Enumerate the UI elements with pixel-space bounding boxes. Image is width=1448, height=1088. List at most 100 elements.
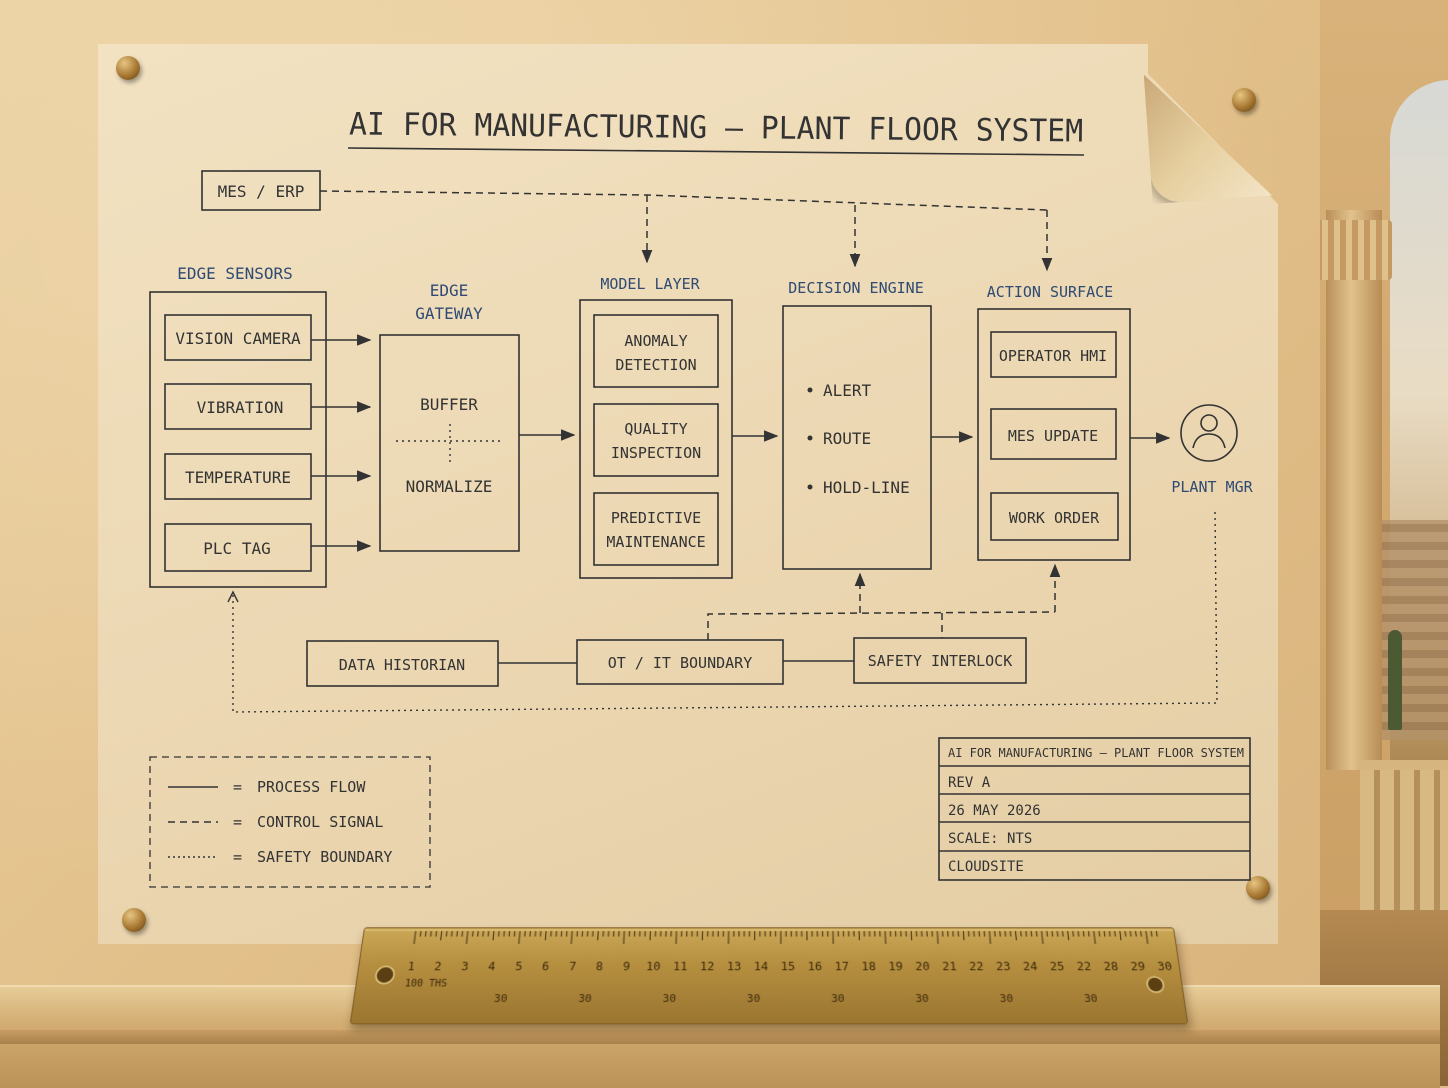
plant-mgr-label: PLANT MGR (1171, 478, 1253, 496)
ruler-bottom-mark: 30 (747, 992, 760, 1005)
bullet (808, 436, 813, 441)
ruler-tick (885, 931, 886, 944)
person-icon-ring (1181, 405, 1237, 461)
gateway-normalize-label: NORMALIZE (406, 477, 493, 496)
ruler-tick (598, 931, 599, 940)
ruler-number: 22 (1076, 960, 1092, 974)
title-block-row: CLOUDSITE (948, 859, 1024, 875)
title-block-row: AI FOR MANUFACTURING — PLANT FLOOR SYSTE… (948, 746, 1244, 760)
ruler-number: 17 (834, 960, 849, 974)
ruler-tick (1094, 931, 1096, 944)
ruler-number: 13 (727, 960, 742, 974)
ruler-tick (441, 931, 442, 940)
ruler-tick (1135, 931, 1136, 937)
ruler-tick (937, 931, 938, 944)
ruler-tick (499, 931, 500, 937)
legend-equals: = (233, 813, 242, 831)
model-label: INSPECTION (611, 444, 701, 462)
action-label: OPERATOR HMI (999, 347, 1107, 365)
ruler-tick (462, 931, 463, 937)
action-label: MES UPDATE (1008, 427, 1098, 445)
ruler-tick (1073, 931, 1074, 937)
ruler-tick (1016, 931, 1017, 940)
model-box-anomaly (594, 315, 718, 387)
ruler-number: 6 (542, 960, 550, 974)
gateway-buffer-label: BUFFER (420, 395, 478, 414)
legend-label: SAFETY BOUNDARY (257, 848, 392, 866)
ruler-tick (1151, 931, 1152, 937)
ruler-tick (1057, 931, 1058, 937)
ruler-tick (488, 931, 489, 937)
ruler-number: 20 (915, 960, 930, 974)
ruler-tick (545, 931, 546, 940)
ruler-tick (1125, 931, 1126, 937)
ruler-tick (1026, 931, 1027, 937)
person-icon-body (1193, 434, 1225, 448)
decision-engine-heading: DECISION ENGINE (788, 279, 923, 297)
data-historian-label: DATA HISTORIAN (339, 656, 465, 674)
ruler-tick (1052, 931, 1053, 937)
model-label: DETECTION (615, 356, 696, 374)
ruler-tick (1042, 931, 1043, 944)
ruler-unit-label: 100 THS (404, 979, 448, 990)
decision-item: HOLD-LINE (823, 478, 910, 497)
title-block-row: REV A (948, 775, 991, 791)
sensor-label: TEMPERATURE (185, 468, 291, 487)
sensor-label: VIBRATION (197, 398, 284, 417)
ruler-bottom-mark: 30 (999, 992, 1013, 1005)
legend-label: CONTROL SIGNAL (257, 813, 383, 831)
ruler-number: 15 (781, 960, 795, 974)
ruler-number: 12 (700, 960, 715, 974)
ruler-tick (452, 931, 453, 937)
ruler-bottom-mark: 30 (578, 992, 592, 1005)
ruler-number: 5 (515, 960, 523, 974)
ruler-number: 3 (461, 960, 470, 974)
ruler-number: 4 (488, 960, 497, 974)
ruler-number: 2 (434, 960, 443, 974)
title-block-row: 26 MAY 2026 (948, 803, 1041, 819)
ruler-number: 30 (1157, 960, 1173, 974)
ruler-tick (1036, 931, 1037, 937)
decision-item: ROUTE (823, 429, 871, 448)
ruler-tick (504, 931, 505, 937)
ruler-number: 16 (808, 960, 823, 974)
ruler-number: 7 (569, 960, 577, 974)
ruler-bottom-mark: 30 (1083, 992, 1098, 1005)
model-label: MAINTENANCE (606, 533, 705, 551)
edge-sensors-heading: EDGE SENSORS (177, 264, 293, 283)
ruler-tick (571, 931, 572, 944)
ruler-tick (1156, 931, 1157, 937)
action-label: WORK ORDER (1009, 509, 1100, 527)
diagram-title: AI FOR MANUFACTURING — PLANT FLOOR SYSTE… (349, 106, 1083, 149)
mes-erp-label: MES / ERP (218, 182, 305, 201)
ruler-tick (1120, 931, 1121, 940)
legend-label: PROCESS FLOW (257, 778, 366, 796)
ruler-number: 24 (1022, 960, 1038, 974)
ruler-tick (446, 931, 447, 937)
ruler-tick (1115, 931, 1116, 937)
model-box-quality (594, 404, 718, 476)
ruler-tick (989, 931, 990, 944)
ruler-tick (1104, 931, 1105, 937)
ruler-number: 21 (942, 960, 957, 974)
ruler-hole (375, 966, 395, 983)
ruler-number: 25 (1049, 960, 1065, 974)
legend-equals: = (233, 778, 242, 796)
ruler-tick (1089, 931, 1090, 937)
ruler-tick (1099, 931, 1100, 937)
ruler-tick (519, 931, 520, 944)
control-signal-lines (320, 191, 1055, 640)
ruler-tick (624, 931, 625, 944)
ruler-number: 9 (622, 960, 630, 974)
ruler-tick (478, 931, 479, 937)
title-block-row: SCALE: NTS (948, 831, 1032, 847)
ruler-tick (420, 931, 421, 937)
safety-interlock-label: SAFETY INTERLOCK (868, 652, 1013, 670)
ruler-number: 23 (996, 960, 1012, 974)
ruler-tick (1047, 931, 1048, 937)
ruler-tick (1078, 931, 1079, 937)
ruler-hole (1146, 977, 1164, 992)
model-label: ANOMALY (624, 332, 687, 350)
edge-gateway-heading-2: GATEWAY (415, 304, 483, 323)
